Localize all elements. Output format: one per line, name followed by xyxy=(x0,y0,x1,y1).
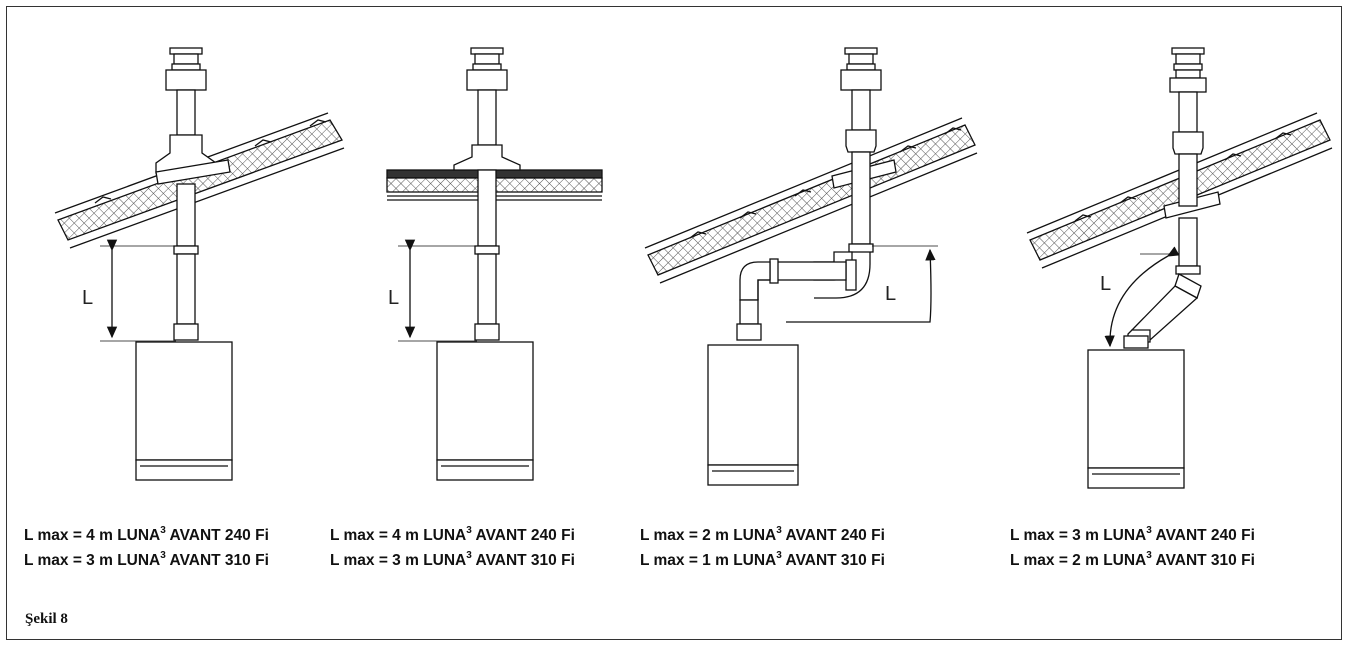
caption-text: L max = 2 m LUNA xyxy=(1010,552,1147,569)
drawing-4 xyxy=(1026,47,1333,489)
superscript: 3 xyxy=(466,549,472,561)
caption-text: AVANT 310 Fi xyxy=(471,552,575,569)
caption-text: AVANT 310 Fi xyxy=(781,552,885,569)
caption-text: L max = 4 m LUNA xyxy=(24,527,161,544)
length-label: L xyxy=(388,287,399,309)
superscript: 3 xyxy=(776,524,782,536)
caption-line: L max = 2 m LUNA3 AVANT 240 Fi xyxy=(640,523,885,548)
caption-text: L max = 2 m LUNA xyxy=(640,527,777,544)
drawing-2 xyxy=(386,47,603,481)
superscript: 3 xyxy=(776,549,782,561)
caption-text: AVANT 240 Fi xyxy=(165,527,269,544)
superscript: 3 xyxy=(1146,549,1152,561)
superscript: 3 xyxy=(466,524,472,536)
figure-label: Şekil 8 xyxy=(25,611,68,627)
boiler xyxy=(1087,349,1185,489)
flue-terminal xyxy=(453,47,521,171)
length-dimension xyxy=(100,239,176,342)
pitched-roof xyxy=(644,117,978,284)
caption-1: L max = 4 m LUNA3 AVANT 240 Fi L max = 3… xyxy=(24,523,269,573)
caption-text: L max = 3 m LUNA xyxy=(330,552,467,569)
flue-terminal xyxy=(155,47,231,185)
length-label: L xyxy=(82,287,93,309)
caption-line: L max = 4 m LUNA3 AVANT 240 Fi xyxy=(330,523,575,548)
caption-3: L max = 2 m LUNA3 AVANT 240 Fi L max = 1… xyxy=(640,523,885,573)
caption-2: L max = 4 m LUNA3 AVANT 240 Fi L max = 3… xyxy=(330,523,575,573)
caption-4: L max = 3 m LUNA3 AVANT 240 Fi L max = 2… xyxy=(1010,523,1255,573)
drawing-3 xyxy=(644,47,978,486)
caption-text: AVANT 240 Fi xyxy=(471,527,575,544)
flue-pipe xyxy=(736,151,874,341)
caption-line: L max = 3 m LUNA3 AVANT 310 Fi xyxy=(330,548,575,573)
caption-text: AVANT 310 Fi xyxy=(165,552,269,569)
flue-terminal xyxy=(1163,47,1221,219)
length-label: L xyxy=(1100,273,1111,295)
caption-text: L max = 3 m LUNA xyxy=(1010,527,1147,544)
flue-pipe xyxy=(173,183,199,341)
caption-text: AVANT 240 Fi xyxy=(1151,527,1255,544)
boiler xyxy=(436,341,534,481)
caption-text: AVANT 240 Fi xyxy=(781,527,885,544)
superscript: 3 xyxy=(160,524,166,536)
boiler xyxy=(707,344,799,486)
caption-line: L max = 3 m LUNA3 AVANT 310 Fi xyxy=(24,548,269,573)
drawing-1 xyxy=(54,47,345,481)
caption-text: L max = 1 m LUNA xyxy=(640,552,777,569)
caption-line: L max = 2 m LUNA3 AVANT 310 Fi xyxy=(1010,548,1255,573)
length-label: L xyxy=(885,283,896,305)
length-dimension xyxy=(786,245,938,323)
superscript: 3 xyxy=(160,549,166,561)
caption-line: L max = 3 m LUNA3 AVANT 240 Fi xyxy=(1010,523,1255,548)
flue-pipe xyxy=(1123,217,1202,349)
boiler xyxy=(135,341,233,481)
caption-line: L max = 4 m LUNA3 AVANT 240 Fi xyxy=(24,523,269,548)
pitched-roof xyxy=(54,112,345,249)
superscript: 3 xyxy=(1146,524,1152,536)
caption-text: L max = 4 m LUNA xyxy=(330,527,467,544)
caption-line: L max = 1 m LUNA3 AVANT 310 Fi xyxy=(640,548,885,573)
caption-text: AVANT 310 Fi xyxy=(1151,552,1255,569)
length-dimension xyxy=(398,239,477,342)
caption-text: L max = 3 m LUNA xyxy=(24,552,161,569)
flue-pipe xyxy=(474,169,500,341)
length-dimension xyxy=(1104,246,1180,348)
